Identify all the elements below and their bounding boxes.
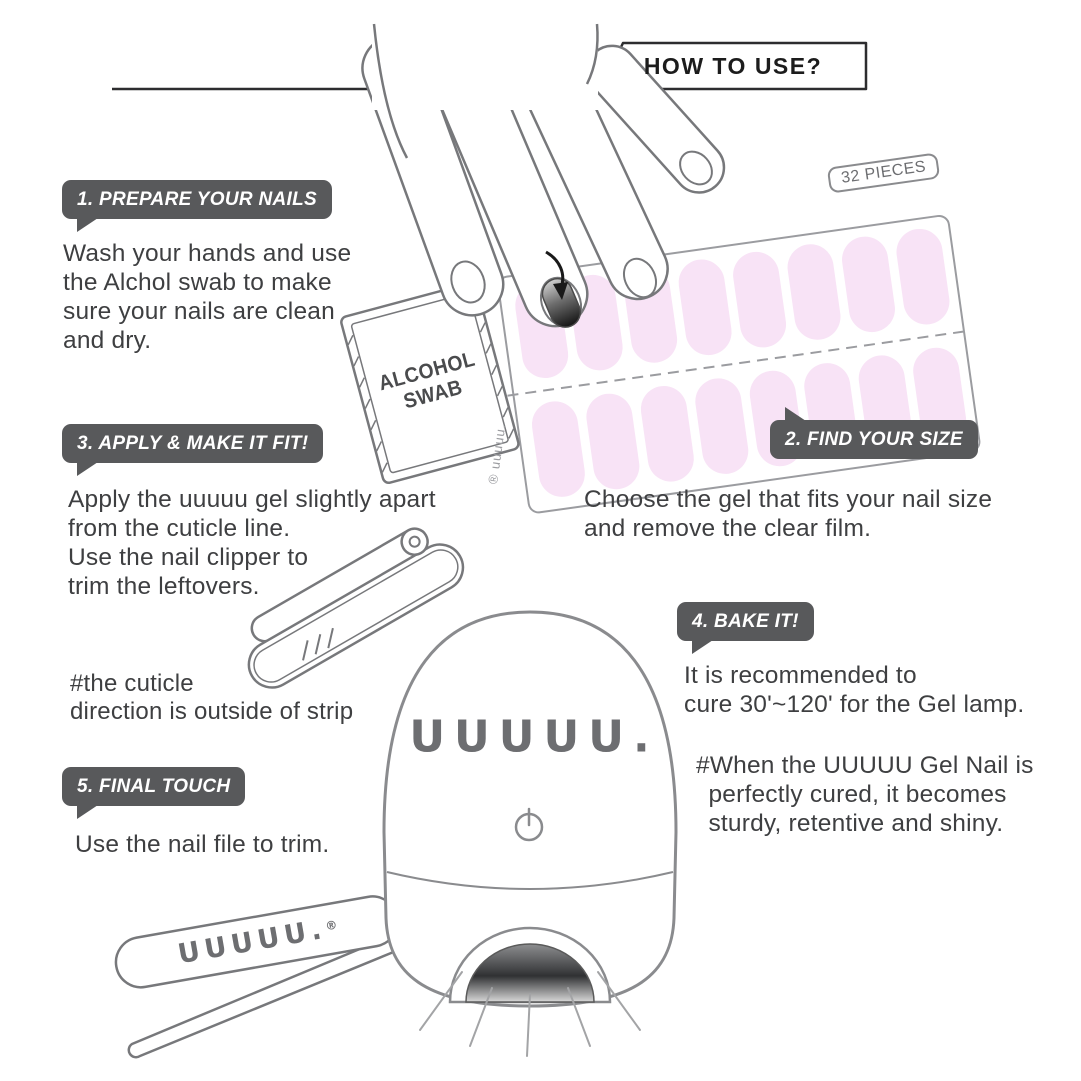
light-rays-icon [419, 971, 641, 1057]
gel-strips [515, 228, 967, 497]
step-1-bubble: 1. PREPARE YOUR NAILS [62, 180, 332, 219]
applied-gel-strip [539, 276, 583, 328]
step-1-text: Wash your hands and use the Alchol swab … [63, 240, 352, 354]
step-4-label: 4. BAKE IT! [692, 610, 799, 632]
cuticle-note: #the cuticle direction is outside of str… [70, 670, 354, 726]
fingernail [622, 257, 658, 299]
step-5-label: 5. FINAL TOUCH [77, 775, 231, 797]
step-1-label: 1. PREPARE YOUR NAILS [77, 188, 317, 210]
power-button-icon [514, 807, 544, 842]
step-3-bubble: 3. APPLY & MAKE IT FIT! [62, 424, 324, 463]
step-5-bubble: 5. FINAL TOUCH [62, 767, 246, 806]
step-2-bubble: 2. FIND YOUR SIZE [770, 420, 978, 459]
step-2-label: 2. FIND YOUR SIZE [785, 428, 963, 450]
lamp-brand-logo: UUUUU. [409, 711, 659, 763]
nail-file-illustration [114, 895, 401, 1059]
step-4-text: It is recommended to cure 30'~120' for t… [684, 662, 1025, 718]
registered-mark: ® [324, 917, 339, 934]
apply-arrow-icon [545, 250, 568, 300]
step-4-note: #When the UUUUU Gel Nail is perfectly cu… [696, 752, 1034, 837]
fingernail [679, 150, 713, 186]
step-3-label: 3. APPLY & MAKE IT FIT! [77, 432, 309, 454]
step-3-text: Apply the uuuuu gel slightly apart from … [68, 486, 436, 600]
step-4-bubble: 4. BAKE IT! [677, 602, 814, 641]
hand-illustration [361, 23, 726, 328]
step-5-text: Use the nail file to trim. [75, 831, 330, 858]
nail-clipper-illustration [247, 527, 465, 689]
alcohol-swab-illustration [340, 281, 520, 485]
step-2-text: Choose the gel that fits your nail size … [584, 486, 993, 542]
uv-lamp-illustration [382, 610, 678, 1057]
page-title: HOW TO USE? [643, 52, 823, 79]
fingernail [450, 260, 486, 304]
